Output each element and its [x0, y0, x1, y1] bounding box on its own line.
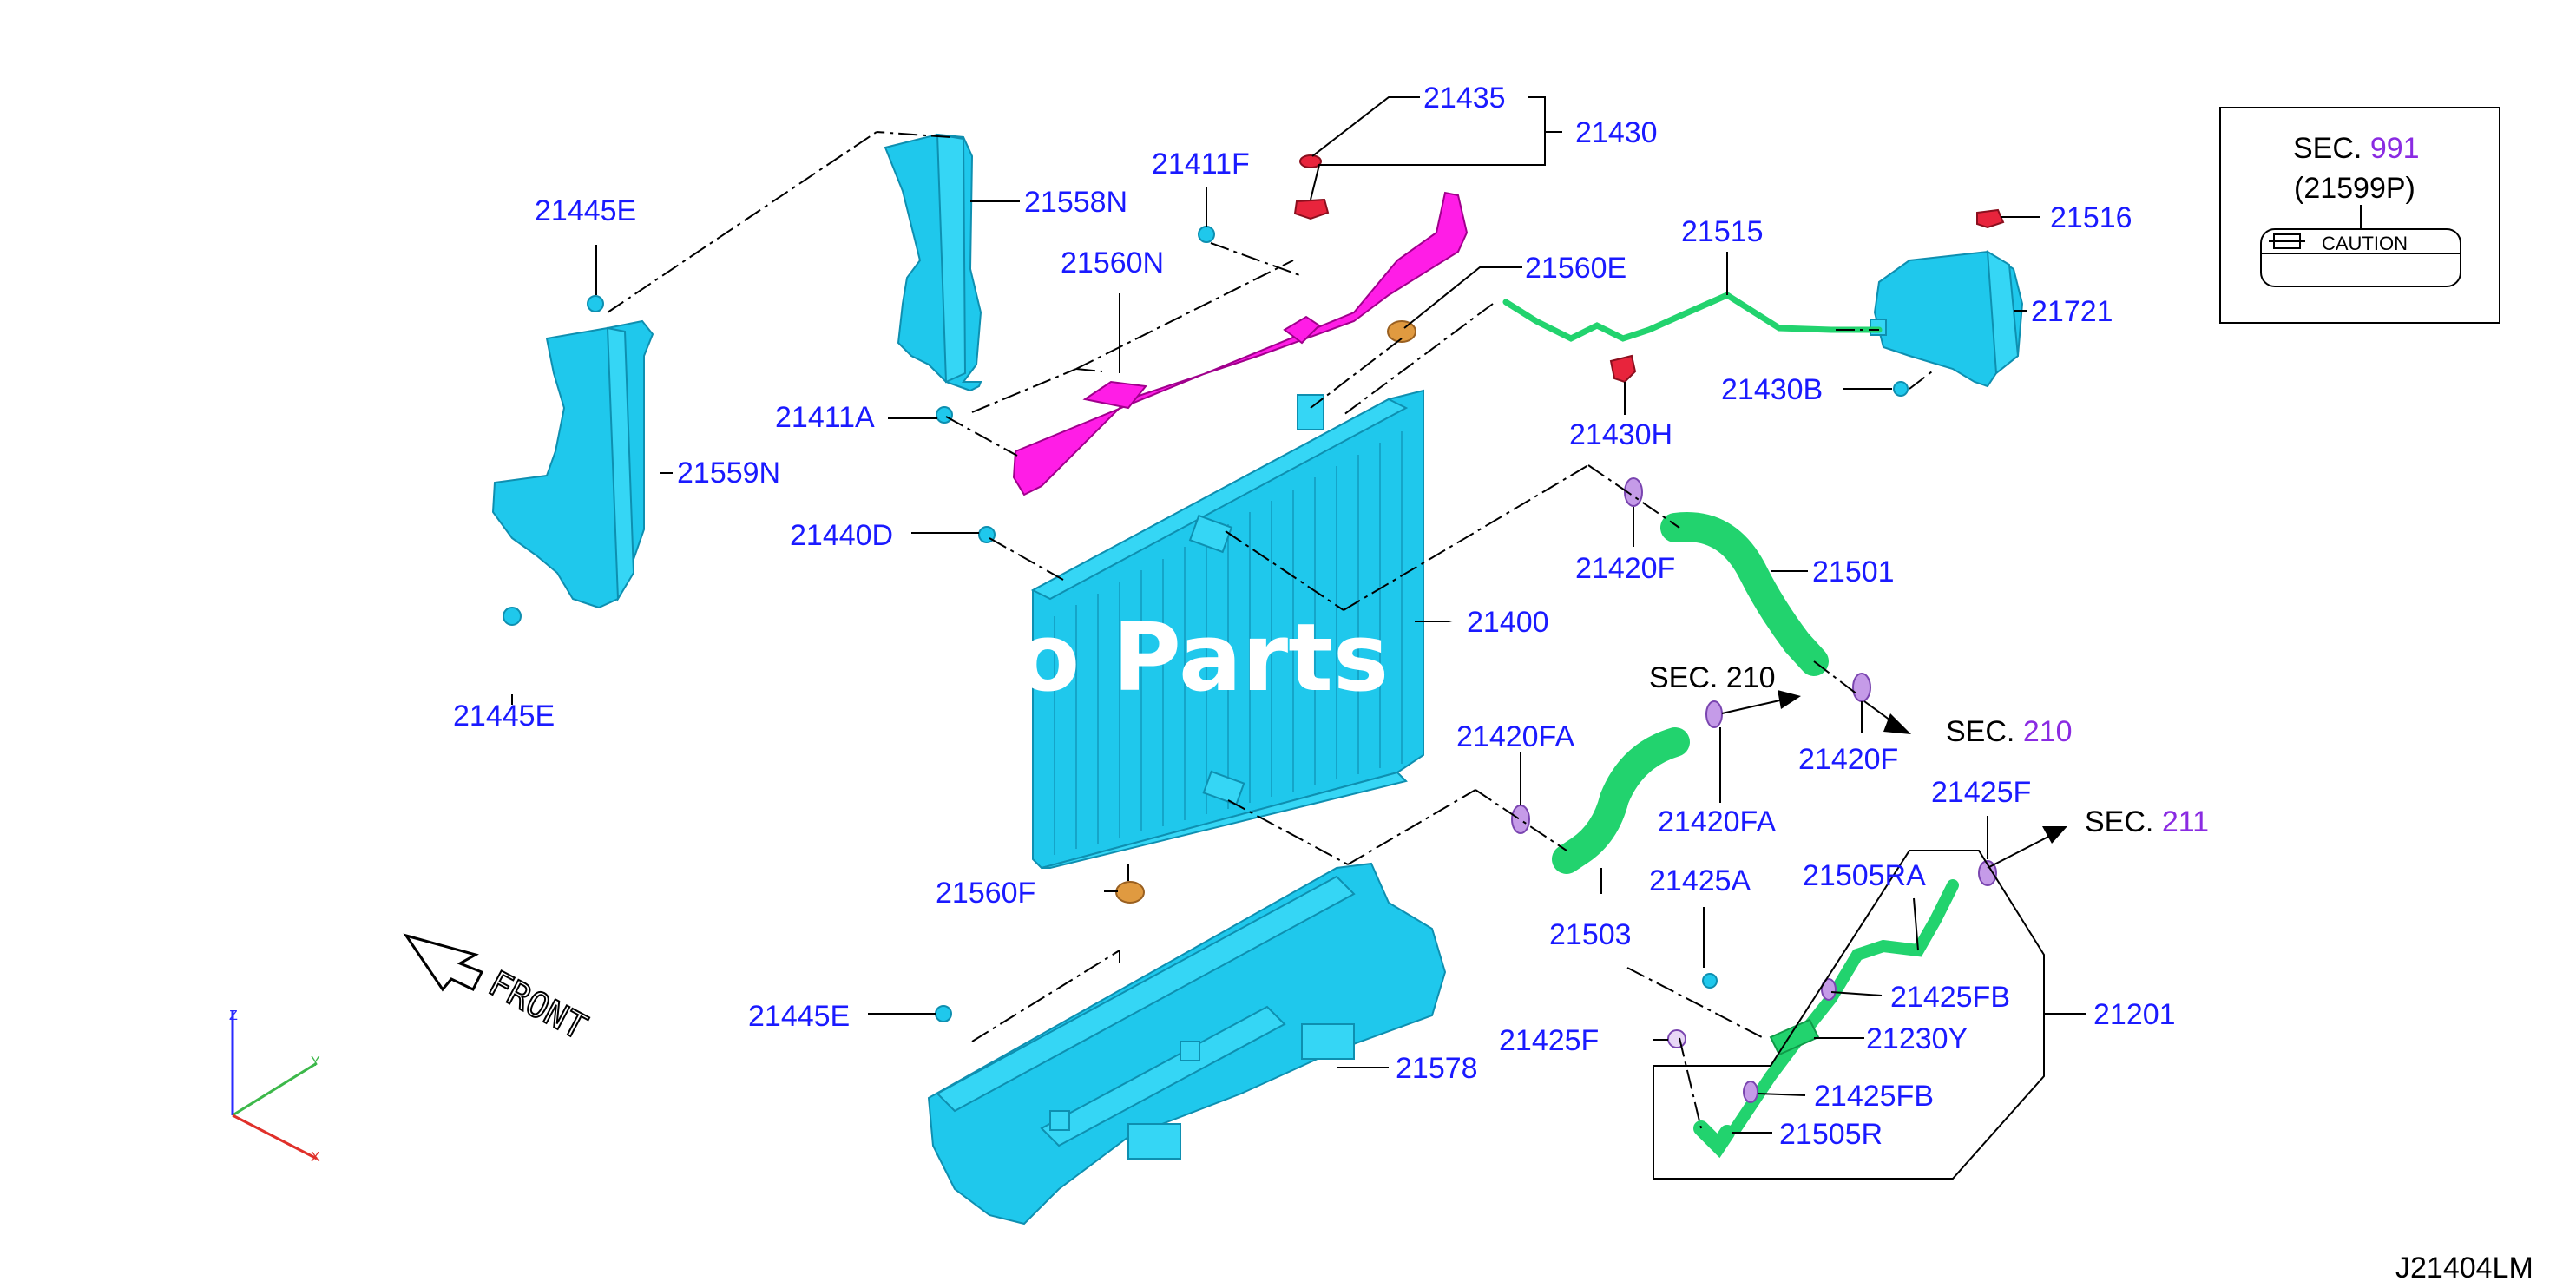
hose-21515 [1502, 292, 1883, 342]
caps [1115, 154, 2005, 904]
callout-21505RA[interactable]: 21505RA [1803, 859, 1926, 892]
sec-211[interactable]: SEC. 211 [2085, 805, 2209, 838]
section-arrows [1721, 690, 2067, 869]
radiator-21400 [1030, 389, 1424, 870]
bracket-21560N [1012, 191, 1469, 496]
callout-21425F-left[interactable]: 21425F [1499, 1024, 1599, 1057]
caution-radiator-icon [2269, 233, 2305, 249]
callout-21503[interactable]: 21503 [1549, 918, 1632, 951]
callout-21505R[interactable]: 21505R [1779, 1118, 1883, 1151]
callout-21445E-bottom[interactable]: 21445E [748, 1000, 850, 1033]
axis-y-label: Y [311, 1055, 320, 1069]
caution-part-number[interactable]: (21599P) [2294, 172, 2415, 205]
callout-21560N[interactable]: 21560N [1061, 246, 1164, 279]
front-arrow-icon [403, 933, 484, 992]
lower-panel-21578 [927, 862, 1447, 1226]
callout-21501[interactable]: 21501 [1812, 555, 1895, 588]
callout-21201[interactable]: 21201 [2093, 998, 2176, 1031]
hose-21503 [1552, 727, 1690, 874]
caution-box: SEC. 991 (21599P) CAUTION [2219, 107, 2500, 324]
callout-labels: 21435 21430 21411F 21558N 21445E 21560N … [453, 82, 2176, 1151]
callout-21721[interactable]: 21721 [2031, 295, 2113, 328]
sec-210[interactable]: SEC. 210 [1946, 715, 2073, 748]
callout-21445E-left[interactable]: 21445E [453, 700, 555, 733]
watermark: o Parts C [1015, 604, 1490, 713]
sec-210-partial[interactable]: SEC. 210 [1649, 661, 1776, 694]
callout-21515[interactable]: 21515 [1681, 215, 1764, 248]
assembly-outline-21201 [1653, 850, 2045, 1180]
sec-211-label: SEC. [2085, 805, 2153, 838]
caution-label-plate [2260, 228, 2461, 287]
caution-text: CAUTION [2322, 233, 2408, 254]
front-indicator: FRONT [403, 933, 594, 1048]
callout-21445E-top[interactable]: 21445E [535, 194, 636, 227]
drawing-id: J21404LM [2395, 1252, 2533, 1285]
callout-21420F-top[interactable]: 21420F [1575, 552, 1675, 585]
axes-triad: Z Y X [229, 1009, 320, 1165]
caution-sec[interactable]: SEC. 991 [2293, 132, 2420, 165]
axis-z-label: Z [229, 1009, 238, 1023]
hose-21505R [1693, 1120, 1735, 1159]
callout-21440D[interactable]: 21440D [790, 519, 893, 552]
hose-21505RA [1730, 879, 1959, 1134]
phantom-lines [607, 131, 1936, 1129]
callout-21420FA-mid[interactable]: 21420FA [1658, 805, 1776, 838]
reservoir-21721 [1870, 250, 2024, 388]
caution-sec-number: 991 [2370, 132, 2420, 165]
callout-21430B[interactable]: 21430B [1721, 373, 1823, 406]
callout-21559N[interactable]: 21559N [677, 457, 780, 490]
callout-21230Y[interactable]: 21230Y [1866, 1022, 1968, 1055]
callout-21425FB-2[interactable]: 21425FB [1814, 1080, 1934, 1113]
clamps [1511, 477, 1997, 1103]
callout-21560E[interactable]: 21560E [1525, 252, 1626, 285]
sec-210-partial-text: SEC. 210 [1649, 661, 1776, 694]
callout-21425F-top[interactable]: 21425F [1931, 776, 2031, 809]
callout-21578[interactable]: 21578 [1396, 1052, 1478, 1085]
radiator-fins [1054, 431, 1403, 855]
callout-21516[interactable]: 21516 [2050, 201, 2132, 234]
callout-21560F[interactable]: 21560F [936, 877, 1035, 910]
callout-21558N[interactable]: 21558N [1024, 186, 1127, 219]
callout-21420F-right[interactable]: 21420F [1798, 743, 1898, 776]
leader-lines [511, 96, 2086, 1134]
caution-sec-label: SEC. [2293, 132, 2362, 165]
callout-21435[interactable]: 21435 [1423, 82, 1506, 115]
front-label: FRONT [482, 963, 593, 1048]
sec-210-label: SEC. [1946, 715, 2014, 748]
callout-21425A[interactable]: 21425A [1649, 864, 1751, 897]
callout-21430H[interactable]: 21430H [1569, 418, 1672, 451]
axis-x-label: X [311, 1150, 320, 1165]
callout-21411F[interactable]: 21411F [1152, 148, 1250, 181]
callout-21411A[interactable]: 21411A [775, 401, 875, 434]
callout-21430[interactable]: 21430 [1575, 116, 1658, 149]
shroud-21559N [491, 319, 654, 626]
callout-21425FB-1[interactable]: 21425FB [1890, 981, 2010, 1014]
sec-211-number: 211 [2162, 805, 2209, 838]
fasteners [587, 226, 1909, 1022]
hose-21501 [1660, 512, 1829, 676]
callout-21420FA-left[interactable]: 21420FA [1456, 720, 1574, 753]
section-references: SEC. 210 SEC. 210 SEC. 211 [1649, 661, 2209, 838]
shroud-21558N [884, 133, 982, 392]
sec-210-number: 210 [2023, 715, 2073, 748]
callout-21400[interactable]: 21400 [1467, 606, 1549, 639]
